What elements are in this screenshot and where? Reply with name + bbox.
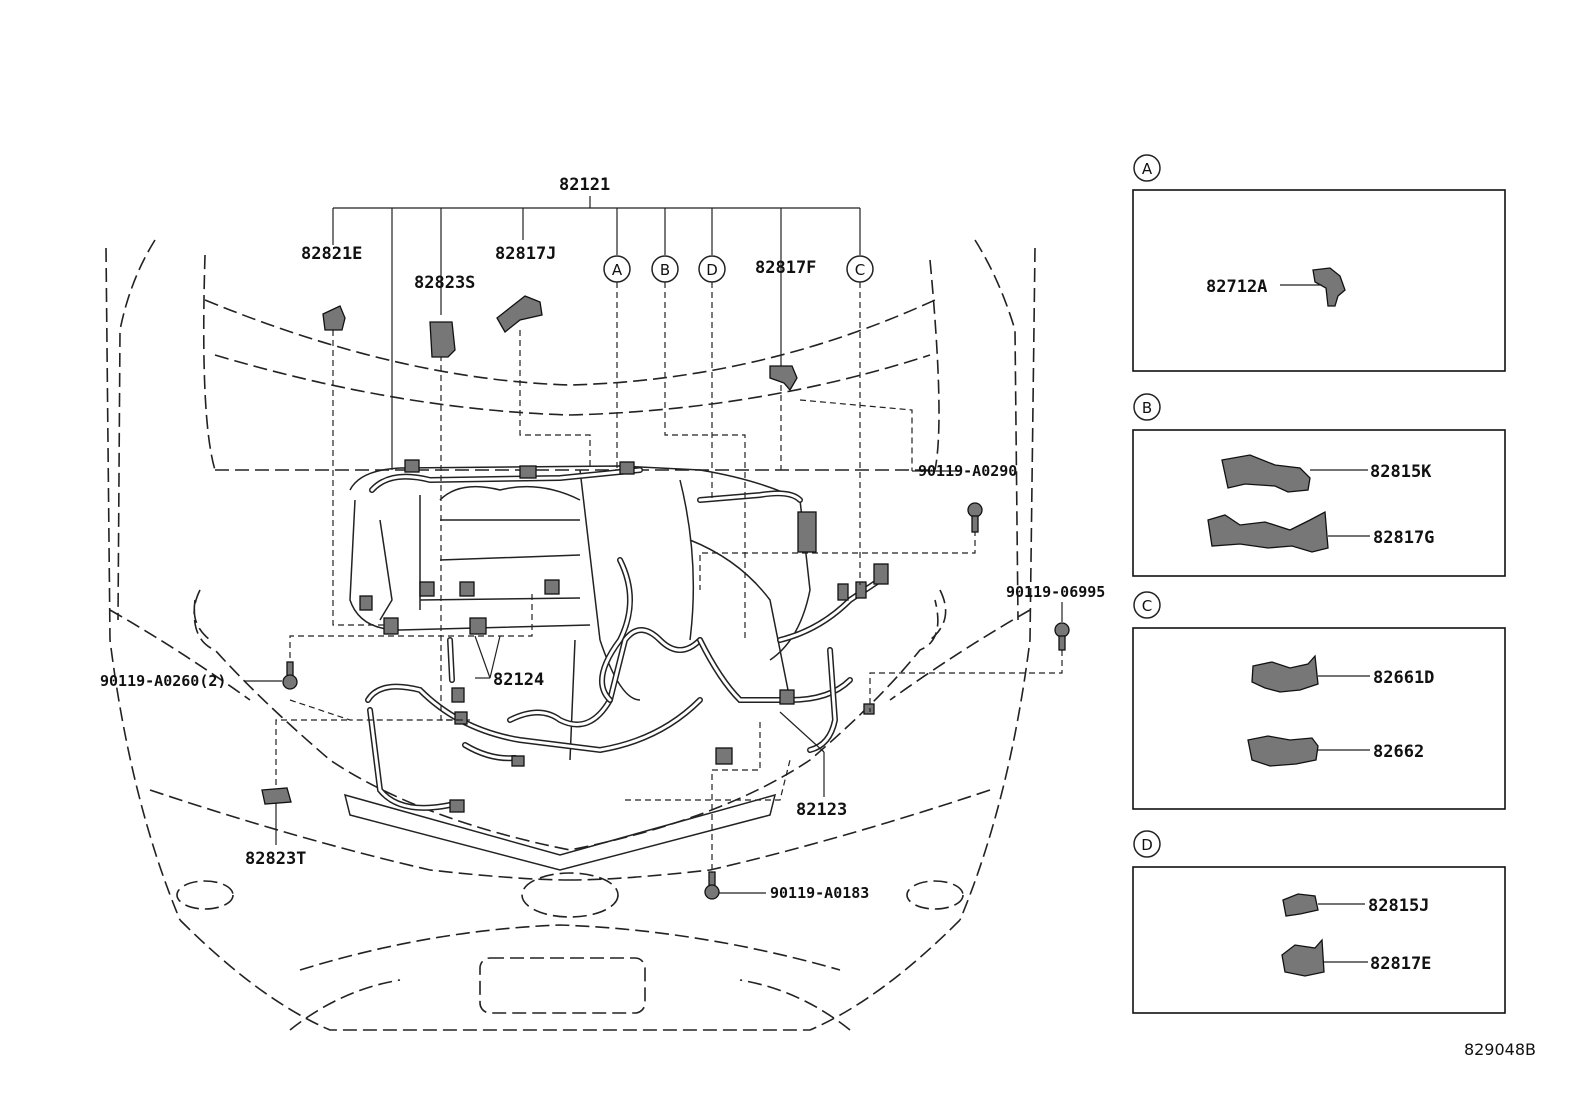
vehicle-body-outline [105,239,1036,1031]
detail-d-letter: D [1141,836,1153,854]
label-90119-a0260: 90119-A0260(2) [100,672,226,690]
main-diagram-parts [261,295,1070,900]
part-82821e-shape [322,305,346,331]
bolt-a0260-icon [282,661,298,690]
label-90119-06995: 90119-06995 [1006,583,1105,601]
detail-b-letter: B [1142,399,1152,417]
part-82823s-shape [429,321,456,358]
label-82712a: 82712A [1206,277,1267,297]
part-82815j-shape [1282,893,1319,917]
label-82121: 82121 [559,175,610,195]
part-82662-shape [1247,735,1319,767]
label-82817e: 82817E [1370,954,1431,974]
label-82123: 82123 [796,800,847,820]
detail-a-letter: A [1142,160,1153,178]
svg-text:A: A [612,261,623,279]
detail-box-c: C 82661D 82662 [1132,591,1506,810]
part-82817e-shape [1281,938,1325,977]
detail-c-letter: C [1142,597,1152,615]
callout-d: D [698,255,726,283]
bolt-a0183-icon [704,871,720,900]
part-82817g-shape [1207,510,1329,553]
label-82662: 82662 [1373,742,1424,762]
svg-text:C: C [855,261,865,279]
callout-c: C [846,255,874,283]
part-82817f-shape [769,365,798,392]
label-82124: 82124 [493,670,544,690]
label-82817g: 82817G [1373,528,1434,548]
callout-b: B [651,255,679,283]
part-82815k-shape [1221,454,1311,493]
bolt-06995-icon [1054,622,1070,651]
engine-harness-sketch [349,459,889,813]
callout-circles: A B D C [603,255,874,283]
label-82817j: 82817J [495,244,556,264]
part-82661d-shape [1251,654,1319,693]
label-90119-a0290: 90119-A0290 [918,462,1017,480]
detail-box-d: D 82815J 82817E [1132,830,1506,1014]
label-82823t: 82823T [245,849,306,869]
label-82817f: 82817F [755,258,816,278]
label-82661d: 82661D [1373,668,1434,688]
part-82823t-shape [261,787,292,805]
label-82821e: 82821E [301,244,362,264]
bolt-a0290-icon [967,502,983,533]
svg-text:D: D [706,261,718,279]
label-82815j: 82815J [1368,896,1429,916]
detail-box-b: B 82815K 82817G [1132,393,1506,577]
detail-box-a: A 82712A [1132,154,1506,372]
label-90119-a0183: 90119-A0183 [770,884,869,902]
callout-a: A [603,255,631,283]
diagram-reference-number: 829048B [1464,1040,1536,1059]
leader-lines [244,196,1063,894]
svg-text:B: B [660,261,670,279]
part-82817j-shape [496,295,543,333]
main-labels: 82121 82821E 82823S 82817J 82817F 82124 … [100,175,1105,902]
label-82823s: 82823S [414,273,475,293]
label-82815k: 82815K [1370,462,1432,482]
